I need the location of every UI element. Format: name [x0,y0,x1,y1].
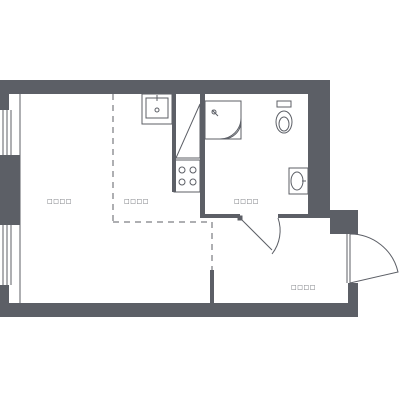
shower-icon [204,100,242,140]
bathroom-door [237,215,281,255]
kitchen-counter [141,93,173,125]
room-label-living: □□□□ [47,198,72,205]
room-label-bathroom: □□□□ [234,198,259,205]
room-label-kitchen: □□□□ [124,198,149,205]
room-label-hall: □□□□ [291,284,316,291]
appliance-diagonal [175,103,201,159]
exterior-walls [0,80,358,317]
zone-boundaries [112,94,213,270]
stove-icon [173,159,201,193]
kitchen-sink-icon [145,95,169,119]
interior-walls [172,94,316,303]
window-left [2,94,21,303]
entrance-door [346,233,399,284]
washbasin-icon [288,167,309,195]
toilet-icon [275,100,293,134]
